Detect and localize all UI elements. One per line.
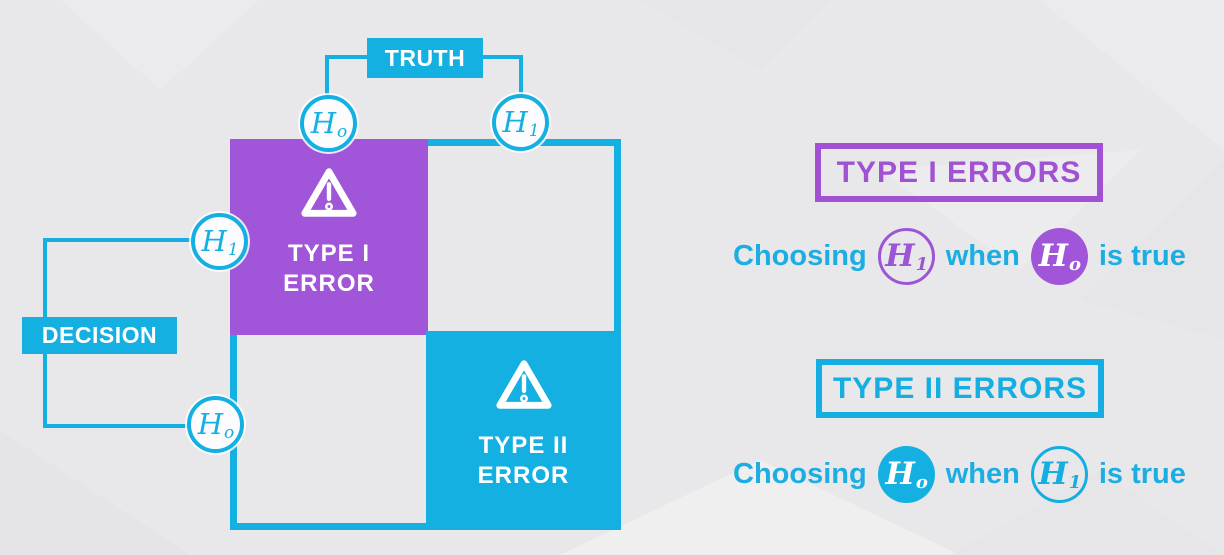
type2-error-line1: TYPE II (478, 432, 569, 459)
type2-choosing-word: Choosing (733, 457, 867, 490)
type1-error-line1: TYPE I (287, 240, 370, 267)
h0-subscript: o (915, 472, 928, 493)
type1-choosing-word: Choosing (733, 239, 867, 272)
h1-symbol: H (1038, 455, 1068, 492)
h1-subscript: 1 (227, 240, 239, 260)
h0-subscript: o (224, 423, 235, 443)
truth-connector-left-vertical (325, 55, 329, 101)
h1-symbol: H (502, 105, 528, 139)
warning-triangle-icon (495, 360, 552, 409)
h0-symbol: H (310, 106, 337, 140)
cell-type1-error: TYPE I ERROR (230, 139, 428, 335)
type1-errors-title: TYPE I ERRORS (815, 143, 1103, 202)
type2-errors-title: TYPE II ERRORS (816, 359, 1104, 418)
truth-connector-right-vertical (519, 55, 523, 101)
warning-triangle-icon (301, 168, 357, 217)
h1-symbol: H (885, 237, 915, 274)
truth-connector-right-horizontal (479, 55, 523, 59)
type1-is-true-word: is true (1098, 239, 1186, 272)
type2-is-true-word: is true (1098, 457, 1186, 490)
h1-subscript: 1 (1068, 472, 1082, 493)
truth-connector-left-horizontal (325, 55, 371, 59)
h1-subscript: 1 (528, 121, 540, 141)
type2-when-word: when (945, 457, 1020, 490)
h0-symbol: H (197, 407, 224, 441)
h1-subscript: 1 (915, 254, 929, 275)
h0-subscript: o (1068, 254, 1081, 275)
type1-when-word: when (945, 239, 1020, 272)
h0-subscript: o (337, 122, 348, 142)
decision-connector-bottom-horizontal (43, 424, 191, 428)
type2-error-line2: ERROR (477, 462, 570, 489)
h1-symbol: H (201, 224, 227, 258)
decision-connector-top-horizontal (43, 238, 195, 242)
type1-error-line2: ERROR (283, 270, 375, 297)
type2-error-cell-label: TYPE II ERROR (478, 431, 570, 491)
h0-symbol: H (1038, 237, 1068, 274)
decision-label: DECISION (22, 317, 177, 354)
h0-symbol: H (885, 455, 915, 492)
type1-error-cell-label: TYPE I ERROR (283, 239, 375, 299)
cell-type2-error: TYPE II ERROR (426, 331, 621, 530)
truth-label: TRUTH (367, 38, 483, 78)
